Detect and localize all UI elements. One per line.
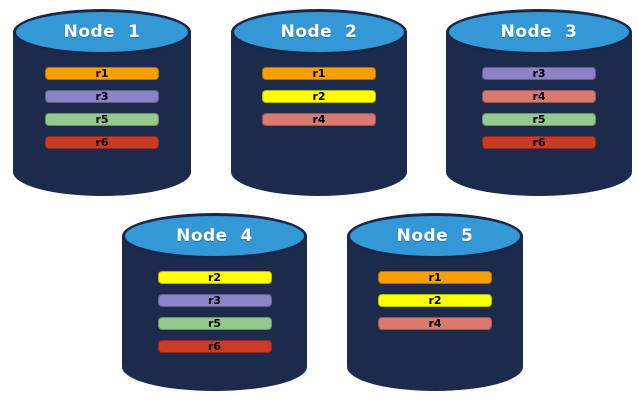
replica-label: r2 <box>207 271 222 284</box>
cylinder-top: Node 4 <box>122 213 307 259</box>
replica-bar-r5: r5 <box>157 317 272 330</box>
replica-bar-r4: r4 <box>482 90 596 103</box>
cylinder-top: Node 1 <box>13 9 191 55</box>
replica-bar-r6: r6 <box>482 136 596 149</box>
replica-label: r1 <box>428 271 442 284</box>
cylinder-body <box>122 235 307 391</box>
replica-bar-r3: r3 <box>157 294 272 307</box>
replica-label: r6 <box>207 340 222 353</box>
db-node-2: Node 2 r1 r2 r4 <box>231 9 407 196</box>
replica-bar-r2: r2 <box>378 294 492 307</box>
replica-bar-r2: r2 <box>262 90 376 103</box>
replica-bar-r4: r4 <box>378 317 492 330</box>
replica-bar-r6: r6 <box>157 340 272 353</box>
replica-rows: r1 r2 r4 <box>347 271 523 330</box>
replica-label: r5 <box>207 317 222 330</box>
db-node-3: Node 3 r3 r4 r5 r6 <box>446 9 632 196</box>
replica-bar-r5: r5 <box>482 113 596 126</box>
replica-bar-r2: r2 <box>157 271 272 284</box>
replica-label: r1 <box>95 67 109 80</box>
replica-rows: r2 r3 r5 r6 <box>122 271 307 353</box>
node-label: Node 3 <box>500 22 578 42</box>
node-label: Node 2 <box>280 22 358 42</box>
replica-bar-r1: r1 <box>378 271 492 284</box>
replica-bar-r3: r3 <box>45 90 159 103</box>
db-node-4: Node 4 r2 r3 r5 r6 <box>122 213 307 391</box>
replica-label: r2 <box>312 90 326 103</box>
replica-label: r5 <box>532 113 546 126</box>
replica-label: r3 <box>95 90 109 103</box>
replica-label: r6 <box>95 136 109 149</box>
replica-label: r4 <box>312 113 326 126</box>
replica-rows: r3 r4 r5 r6 <box>446 67 632 149</box>
replica-bar-r1: r1 <box>45 67 159 80</box>
replica-label: r5 <box>95 113 109 126</box>
cylinder-top: Node 3 <box>446 9 632 55</box>
node-label: Node 1 <box>63 22 141 42</box>
replica-label: r4 <box>532 90 546 103</box>
replica-rows: r1 r2 r4 <box>231 67 407 126</box>
replica-bar-r5: r5 <box>45 113 159 126</box>
db-node-5: Node 5 r1 r2 r4 <box>347 213 523 391</box>
cylinder-top: Node 5 <box>347 213 523 259</box>
replica-label: r3 <box>532 67 546 80</box>
cylinder-body <box>347 235 523 391</box>
node-label: Node 5 <box>396 226 474 246</box>
replica-bar-r6: r6 <box>45 136 159 149</box>
cylinder-top: Node 2 <box>231 9 407 55</box>
db-node-1: Node 1 r1 r3 r5 r6 <box>13 9 191 196</box>
replica-bar-r1: r1 <box>262 67 376 80</box>
replica-label: r6 <box>532 136 546 149</box>
replica-label: r2 <box>428 294 442 307</box>
replica-label: r3 <box>207 294 222 307</box>
replica-bar-r4: r4 <box>262 113 376 126</box>
node-label: Node 4 <box>176 226 253 246</box>
replica-label: r1 <box>312 67 326 80</box>
replica-label: r4 <box>428 317 442 330</box>
replica-rows: r1 r3 r5 r6 <box>13 67 191 149</box>
replica-bar-r3: r3 <box>482 67 596 80</box>
